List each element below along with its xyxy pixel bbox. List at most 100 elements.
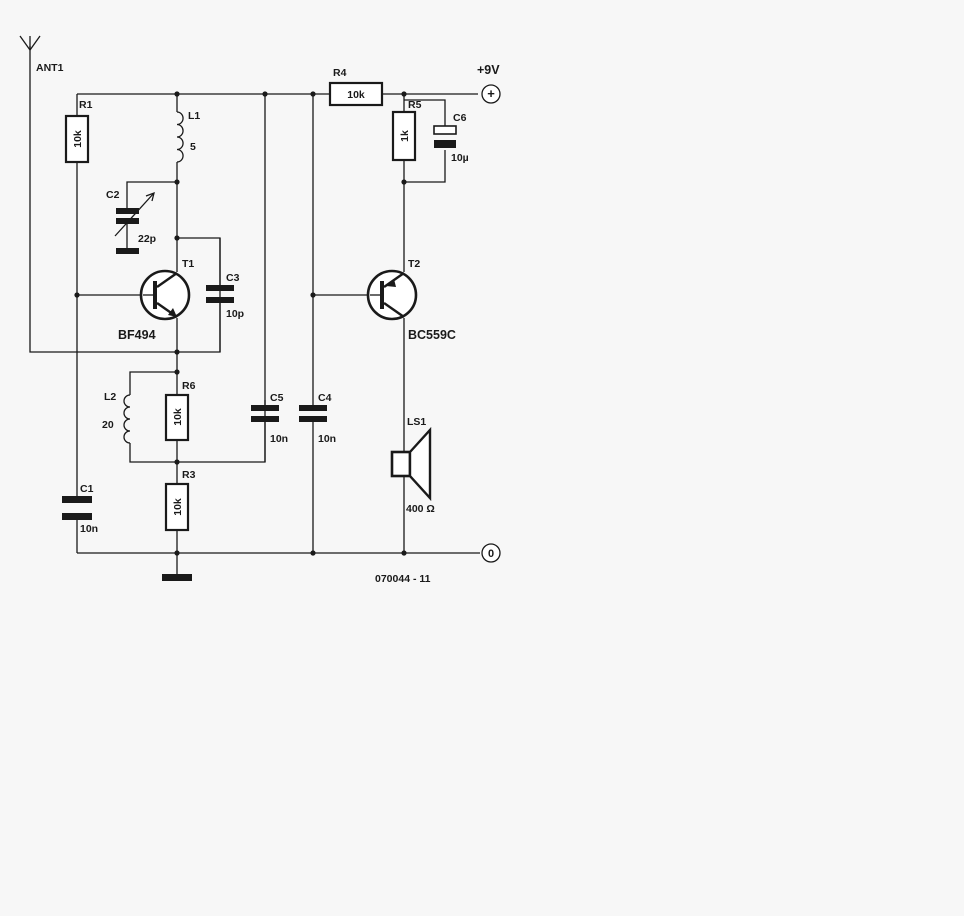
resistor-icon: [164, 393, 190, 442]
capacitor-plate: [62, 496, 92, 503]
r1-value: 10k: [72, 130, 84, 148]
capacitor-c3: C3 10p: [206, 272, 244, 320]
capacitor-c4: C4 10n: [299, 392, 336, 445]
resistor-r1: 10k R1: [64, 99, 93, 164]
c2-ref: C2: [106, 189, 120, 201]
wire-c6: [404, 99, 446, 126]
c1-ref: C1: [80, 483, 94, 495]
resistor-r4: 10k R4: [328, 67, 384, 107]
r3-ref: R3: [182, 469, 196, 481]
junction-dot: [174, 550, 180, 556]
l1-value: 5: [190, 141, 196, 153]
r5-value: 1k: [399, 130, 411, 142]
r4-value: 10k: [347, 89, 365, 101]
c2-value: 22p: [138, 233, 156, 245]
resistor-icon: [328, 81, 384, 107]
c4-ref: C4: [318, 392, 332, 404]
capacitor-plate: [206, 297, 234, 303]
capacitor-plate: [251, 416, 279, 422]
junction-dot: [174, 459, 180, 465]
l1-ref: L1: [188, 110, 200, 122]
inductor-icon: [176, 111, 184, 163]
capacitor-plate-open: [433, 125, 457, 135]
ground-icon: [162, 574, 192, 581]
t2-part: BC559C: [408, 328, 456, 342]
ls1-ref: LS1: [407, 416, 426, 428]
junction-dot: [401, 91, 407, 97]
resistor-icon: [164, 482, 190, 532]
t1-part: BF494: [118, 328, 156, 342]
capacitor-plate: [116, 248, 139, 254]
wire-l2-loop-top: [129, 371, 177, 395]
electrolytic-capacitor-c6: C6 10µ: [433, 112, 469, 164]
ant1-ref: ANT1: [36, 62, 64, 74]
inductor-l1: L1 5: [176, 110, 200, 163]
c4-value: 10n: [318, 433, 336, 445]
c6-value: 10µ: [451, 152, 469, 164]
capacitor-plate: [299, 416, 327, 422]
wire-c6-bottom: [404, 150, 446, 183]
r6-ref: R6: [182, 380, 196, 392]
capacitor-plate: [299, 405, 327, 411]
terminal-icon: [481, 84, 501, 104]
drawing-number: 070044 - 11: [375, 573, 431, 585]
resistor-icon: [391, 110, 417, 162]
junction-dot: [174, 349, 180, 355]
wire-l2-loop-bottom: [129, 400, 266, 463]
junction-dots: [74, 91, 407, 556]
ls1-value: 400 Ω: [406, 503, 435, 515]
inductor-icon: [123, 394, 131, 444]
junction-dot: [401, 550, 407, 556]
r1-ref: R1: [79, 99, 93, 111]
junction-dot: [310, 292, 316, 298]
variable-capacitor-c2: C2 22p: [106, 189, 156, 254]
junction-dot: [74, 292, 80, 298]
supply-label: +9V: [477, 63, 500, 77]
capacitor-plate: [116, 218, 139, 224]
resistor-r3: 10k R3: [164, 469, 196, 532]
junction-dot: [174, 235, 180, 241]
l2-value: 20: [102, 419, 114, 431]
r5-ref: R5: [408, 99, 422, 111]
junction-dot: [174, 179, 180, 185]
wires: [29, 46, 480, 576]
loudspeaker-ls1: LS1 400 Ω: [390, 416, 435, 515]
capacitor-c1: C1 10n: [62, 483, 98, 535]
junction-dot: [310, 91, 316, 97]
l2-ref: L2: [104, 391, 116, 403]
inductor-l2: L2 20: [102, 391, 131, 444]
r4-ref: R4: [333, 67, 347, 79]
c3-value: 10p: [226, 308, 244, 320]
c5-value: 10n: [270, 433, 288, 445]
supply-terminal: + +9V: [477, 63, 501, 104]
c5-ref: C5: [270, 392, 284, 404]
r6-value: 10k: [172, 408, 184, 426]
t1-ref: T1: [182, 258, 194, 270]
wire-antenna: [29, 46, 221, 353]
variable-arrow-head: [145, 191, 155, 202]
transistor-t1: T1 BF494: [118, 258, 194, 342]
resistor-r5: 1k R5: [391, 99, 422, 162]
ground-symbol: [162, 574, 192, 581]
c6-ref: C6: [453, 112, 467, 124]
capacitor-plate: [116, 208, 139, 214]
junction-dot: [174, 369, 180, 375]
speaker-icon: [390, 450, 412, 478]
supply-symbol: +: [487, 86, 495, 101]
c1-value: 10n: [80, 523, 98, 535]
resistor-r6: 10k R6: [164, 380, 196, 442]
c3-ref: C3: [226, 272, 240, 284]
ground-terminal: 0: [481, 543, 501, 563]
junction-dot: [401, 179, 407, 185]
capacitor-c5: C5 10n: [251, 392, 288, 445]
wire-c2: [126, 181, 177, 198]
junction-dot: [174, 91, 180, 97]
t2-ref: T2: [408, 258, 420, 270]
capacitor-plate: [206, 285, 234, 291]
capacitor-plate: [434, 140, 456, 148]
ground-symbol: 0: [488, 548, 494, 560]
r3-value: 10k: [172, 498, 184, 516]
capacitor-plate: [62, 513, 92, 520]
